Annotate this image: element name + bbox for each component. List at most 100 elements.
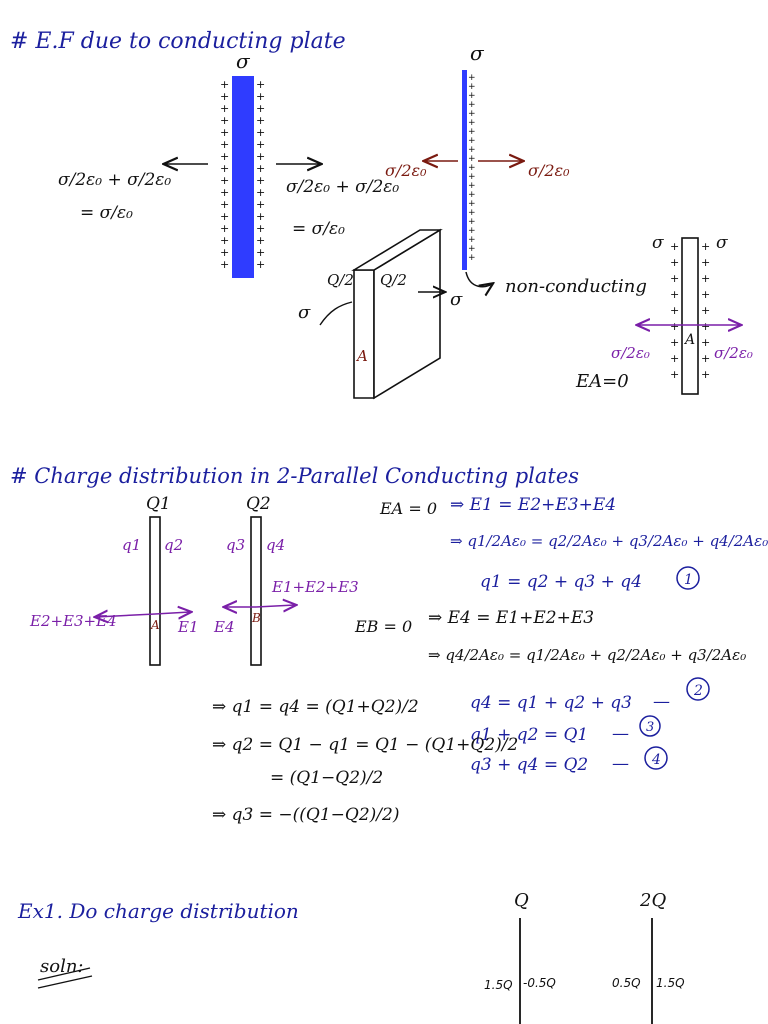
left-field-result: = σ/ε₀ [80, 203, 133, 223]
right-field-result: = σ/ε₀ [292, 219, 345, 239]
eq-3-number-circle [639, 715, 661, 737]
eq-3: q1 + q2 = Q1 [470, 725, 588, 745]
eq-4: q3 + q4 = Q2 [470, 755, 588, 775]
plus-charge-mark: + [701, 336, 710, 349]
example-p2-left-charge: 0.5Q [612, 976, 641, 990]
plus-charge-mark: + [468, 82, 476, 92]
plus-charge-mark: + [220, 210, 229, 223]
plus-charge-mark: + [670, 368, 679, 381]
example-plate1-label: Q [514, 890, 529, 911]
plate2-charge-label: Q2 [246, 494, 271, 514]
plus-charge-mark: + [220, 114, 229, 127]
plus-charge-mark: + [220, 138, 229, 151]
parallel-plate-2 [250, 516, 262, 666]
example-p1-right-charge: -0.5Q [523, 976, 556, 990]
plus-charge-mark: + [701, 240, 710, 253]
plus-charge-mark: + [220, 126, 229, 139]
slab-sigma-left: σ [298, 302, 311, 323]
plus-charge-mark: + [701, 288, 710, 301]
small-field-right: σ/2ε₀ [714, 344, 753, 362]
eq-4-dash: — [612, 754, 629, 774]
section1-heading: # E.F due to conducting plate [10, 29, 346, 54]
result-q1-q4: ⇒ q1 = q4 = (Q1+Q2)/2 [212, 697, 419, 717]
plus-charge-mark: + [256, 186, 265, 199]
eq-e1-sum: ⇒ E1 = E2+E3+E4 [450, 495, 616, 515]
thin-sheet-charges: +++++++++++++++++++++ [468, 73, 476, 263]
left-field-expression: σ/2ε₀ + σ/2ε₀ [58, 170, 171, 190]
eq-2: q4 = q1 + q2 + q3 [470, 693, 632, 713]
eq-4-number-circle [644, 746, 668, 770]
eq-3-dash: — [612, 724, 629, 744]
plus-charge-mark: + [670, 272, 679, 285]
surface-charge-q2: q2 [164, 536, 183, 554]
plate-sigma: σ [236, 49, 251, 73]
plus-charge-mark: + [220, 78, 229, 91]
plus-charge-mark: + [468, 253, 476, 263]
slab-sigma-left-pointer [319, 301, 353, 326]
right-field-expression: σ/2ε₀ + σ/2ε₀ [286, 177, 399, 197]
surface-charge-q4: q4 [266, 536, 285, 554]
plus-charge-mark: + [256, 222, 265, 235]
plus-charge-mark: + [670, 352, 679, 365]
field-at-a-zero: EA=0 [575, 371, 629, 392]
plus-charge-mark: + [468, 181, 476, 191]
field-left-of-a: E2+E3+E4 [29, 612, 117, 630]
plus-charge-mark: + [256, 90, 265, 103]
plus-charge-mark: + [220, 234, 229, 247]
surface-charge-q1: q1 [122, 536, 141, 554]
thin-field-right: σ/2ε₀ [528, 161, 570, 180]
plus-charge-mark: + [468, 127, 476, 137]
eq-1-number: 1 [684, 572, 693, 588]
plus-charge-mark: + [468, 172, 476, 182]
example-p2-right-charge: 1.5Q [656, 976, 685, 990]
field-arrow-b-right [255, 605, 295, 607]
small-plate-sigma-right: σ [716, 233, 728, 253]
plus-charge-mark: + [701, 256, 710, 269]
field-arrow-a-right [154, 612, 190, 614]
plus-charge-mark: + [468, 217, 476, 227]
plus-charge-mark: + [468, 145, 476, 155]
plus-charge-mark: + [468, 244, 476, 254]
eq-fraction-b: ⇒ q4/2Aε₀ = q1/2Aε₀ + q2/2Aε₀ + q3/2Aε₀ [428, 646, 746, 664]
conducting-plate [232, 76, 254, 278]
plus-charge-mark: + [220, 198, 229, 211]
plus-charge-mark: + [256, 150, 265, 163]
result-q2-simplified: = (Q1−Q2)/2 [270, 768, 383, 788]
slab-charge-left: Q/2 [327, 271, 354, 289]
point-b-label: B [251, 611, 261, 625]
small-plate-charges: ++++++++++++++++++ [670, 240, 710, 381]
plus-charge-mark: + [220, 102, 229, 115]
field-arrow-a-left [96, 614, 156, 617]
plus-charge-mark: + [256, 210, 265, 223]
plus-charge-mark: + [468, 118, 476, 128]
plus-charge-mark: + [256, 198, 265, 211]
plus-charge-mark: + [670, 256, 679, 269]
plus-charge-mark: + [670, 288, 679, 301]
field-left-of-b: E4 [213, 618, 235, 636]
non-conducting-sheet [462, 70, 467, 270]
plus-charge-mark: + [670, 336, 679, 349]
eq-1: q1 = q2 + q3 + q4 [480, 572, 642, 592]
example-heading: Ex1. Do charge distribution [17, 899, 299, 923]
plus-charge-mark: + [468, 190, 476, 200]
slab-charge-right: Q/2 [380, 271, 407, 289]
plus-charge-mark: + [256, 246, 265, 259]
result-q2: ⇒ q2 = Q1 − q1 = Q1 − (Q1+Q2)/2 [212, 735, 518, 755]
thin-field-left: σ/2ε₀ [385, 161, 427, 180]
plus-charge-mark: + [220, 90, 229, 103]
plus-charge-mark: + [468, 208, 476, 218]
example-plate2-label: 2Q [639, 890, 666, 911]
plus-charge-mark: + [670, 320, 679, 333]
eq-2-number-circle [686, 677, 710, 701]
plus-charge-mark: + [468, 73, 476, 83]
section2-heading: # Charge distribution in 2-Parallel Cond… [10, 464, 579, 488]
field-right-of-b: E1+E2+E3 [271, 578, 359, 596]
non-conducting-label: non-conducting [505, 276, 647, 297]
plus-charge-mark: + [468, 199, 476, 209]
conducting-slab [351, 228, 443, 400]
plus-charge-mark: + [220, 222, 229, 235]
parallel-plate-1 [149, 516, 161, 666]
small-plate-sigma-left: σ [652, 233, 664, 253]
eq-e4-sum: ⇒ E4 = E1+E2+E3 [428, 608, 594, 628]
plus-charge-mark: + [256, 162, 265, 175]
